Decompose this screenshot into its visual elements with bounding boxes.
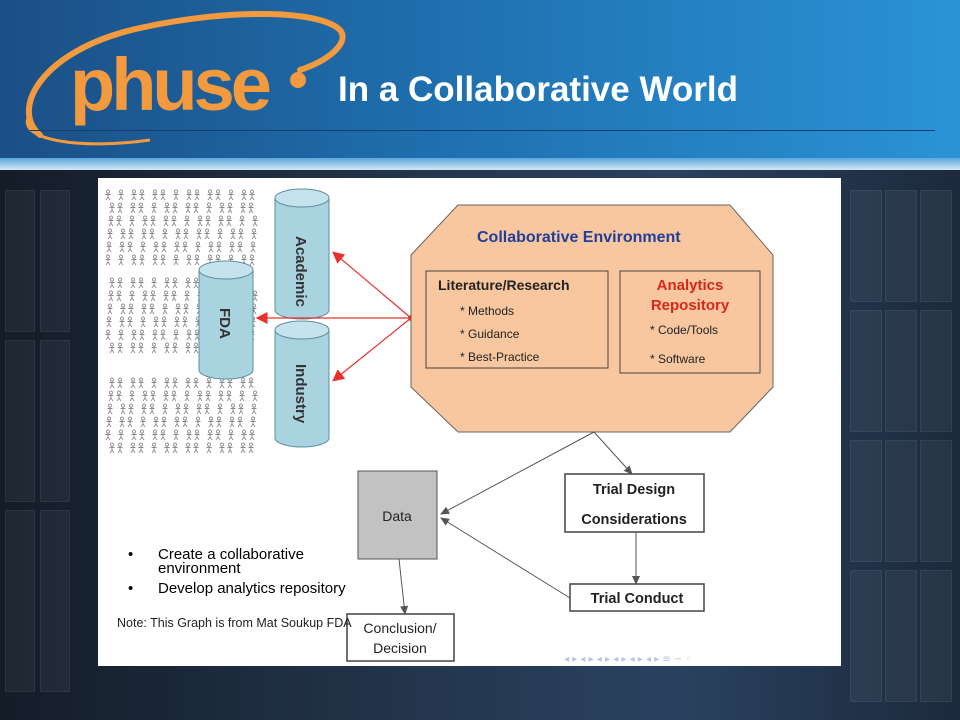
- bullet-marker: •: [128, 546, 134, 563]
- background-tile: [850, 190, 882, 302]
- header-band: [0, 158, 960, 170]
- analytics-heading: Analytics: [657, 277, 724, 294]
- cylinder-industry: Industry: [274, 320, 330, 448]
- bullet-text: Develop analytics repository: [158, 580, 346, 597]
- background-tile: [920, 440, 952, 562]
- analytics-heading: Repository: [651, 297, 730, 314]
- trial-conduct-box: [569, 583, 705, 612]
- analytics-item: * Code/Tools: [650, 323, 718, 337]
- svg-text:◂ ▸ ◂ ▸ ◂ ▸ ◂ ▸ ◂ ▸ ◂ ▸ ≡ ∽: ◂ ▸ ◂ ▸ ◂ ▸ ◂ ▸ ◂ ▸ ◂ ▸ ≡ ∽ ◦: [564, 654, 691, 665]
- logo-swoosh: [25, 10, 346, 146]
- crowd-illustration: [105, 189, 258, 454]
- conclusion-label: Decision: [373, 640, 427, 656]
- diagram-figure: Academic FDA Industry Collaborative E: [98, 178, 841, 666]
- title-divider: [30, 130, 935, 131]
- background-tile: [885, 440, 917, 562]
- background-tile: [850, 310, 882, 432]
- trial-design-label: Considerations: [581, 512, 687, 528]
- collaborative-environment: Collaborative Environment Literature/Res…: [410, 204, 774, 433]
- source-note: Note: This Graph is from Mat Soukup FDA: [117, 616, 352, 630]
- literature-heading: Literature/Research: [438, 277, 570, 293]
- analytics-item: * Software: [650, 352, 706, 366]
- cylinder-label-industry: Industry: [292, 364, 309, 424]
- bullet-list: • Create a collaborative environment • D…: [128, 546, 368, 602]
- background-tile: [40, 510, 70, 692]
- cylinder-academic: Academic: [274, 188, 330, 320]
- literature-item: * Guidance: [460, 327, 520, 341]
- data-label: Data: [382, 508, 412, 524]
- background-tile: [920, 310, 952, 432]
- background-tile: [5, 510, 35, 692]
- trial-conduct-label: Trial Conduct: [591, 591, 684, 607]
- background-tile: [885, 570, 917, 702]
- cylinder-label-academic: Academic: [292, 236, 309, 307]
- pdf-nav-controls: ◂ ▸ ◂ ▸ ◂ ▸ ◂ ▸ ◂ ▸ ◂ ▸ ≡ ∽ ◦: [564, 654, 691, 665]
- background-tile: [885, 190, 917, 302]
- background-tile: [40, 340, 70, 502]
- environment-title: Collaborative Environment: [477, 229, 681, 246]
- background-tile: [5, 190, 35, 332]
- conclusion-label: Conclusion/: [363, 620, 436, 636]
- background-tile: [40, 190, 70, 332]
- background-tile: [920, 190, 952, 302]
- literature-box: [425, 270, 609, 369]
- flow-arrows: [398, 431, 640, 615]
- trial-design-label: Trial Design: [593, 482, 675, 498]
- conclusion-box: [346, 613, 455, 662]
- slide-header: phuse In a Collaborative World: [0, 0, 960, 165]
- page-title: In a Collaborative World: [338, 70, 738, 109]
- analytics-box: [619, 270, 761, 374]
- bullet-text: Create a collaborative environment: [158, 546, 304, 577]
- cylinder-fda: FDA: [198, 260, 254, 380]
- data-box: [357, 470, 438, 560]
- background-tile: [850, 440, 882, 562]
- bullet-marker: •: [128, 580, 134, 597]
- trial-design-box: [564, 473, 705, 533]
- background-tile: [885, 310, 917, 432]
- logo: phuse: [70, 43, 272, 126]
- background-tile: [850, 570, 882, 702]
- literature-item: * Methods: [460, 304, 514, 318]
- literature-item: * Best-Practice: [460, 350, 540, 364]
- cylinder-label-fda: FDA: [216, 308, 233, 339]
- background-tile: [5, 340, 35, 502]
- background-tile: [920, 570, 952, 702]
- bullet-item: • Create a collaborative environment: [128, 546, 368, 577]
- bullet-item: • Develop analytics repository: [128, 580, 368, 597]
- logo-dot: [290, 72, 306, 88]
